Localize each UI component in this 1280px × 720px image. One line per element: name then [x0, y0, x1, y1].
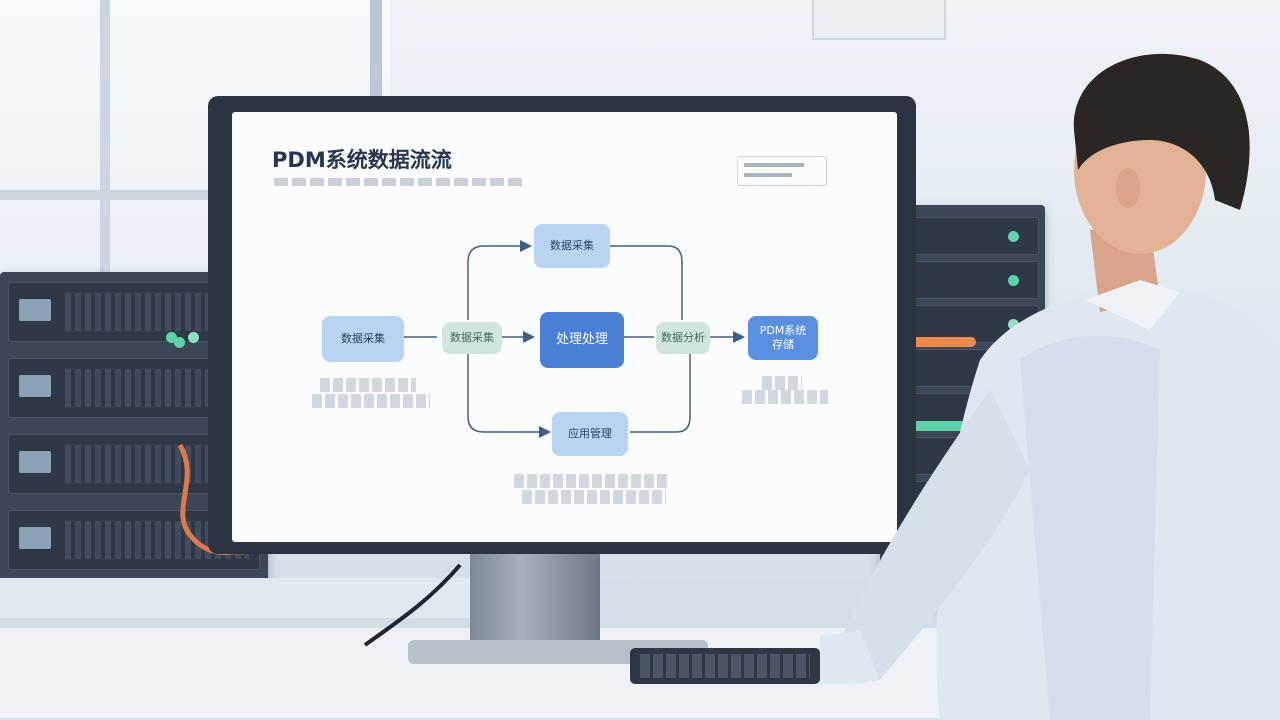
- caption-left: [320, 378, 416, 392]
- caption-right: [762, 376, 802, 390]
- monitor-cable: [363, 563, 462, 647]
- status-led: [174, 337, 185, 348]
- wall-frame: [812, 0, 946, 40]
- node-data-collection-mid: 数据采集: [442, 322, 502, 354]
- legend-box: [737, 156, 827, 186]
- node-application-management: 应用管理: [552, 412, 628, 456]
- person-at-desk: [820, 53, 1280, 720]
- monitor-screen: PDM系统数据流流 数据采集 数据采集 数据采集 处理处理 数据分析 PDM系统…: [232, 112, 897, 542]
- monitor-stand-neck: [470, 554, 600, 644]
- node-pdm-storage: PDM系统 存储: [748, 316, 818, 360]
- node-data-analysis: 数据分析: [656, 322, 710, 354]
- caption-right-2: [742, 390, 828, 404]
- flow-arrows: [404, 240, 745, 438]
- node-data-collection-top: 数据采集: [534, 224, 610, 268]
- shelf: [0, 578, 480, 618]
- caption-bottom: [514, 474, 670, 488]
- caption-left-2: [312, 394, 430, 408]
- screen-title: PDM系统数据流流: [272, 148, 452, 172]
- keyboard: [630, 648, 820, 684]
- node-data-collection-left: 数据采集: [322, 316, 404, 362]
- subtitle-text: [274, 178, 524, 186]
- caption-bottom-2: [522, 490, 666, 504]
- status-bar: [906, 337, 976, 347]
- node-processing-center: 处理处理: [540, 312, 624, 368]
